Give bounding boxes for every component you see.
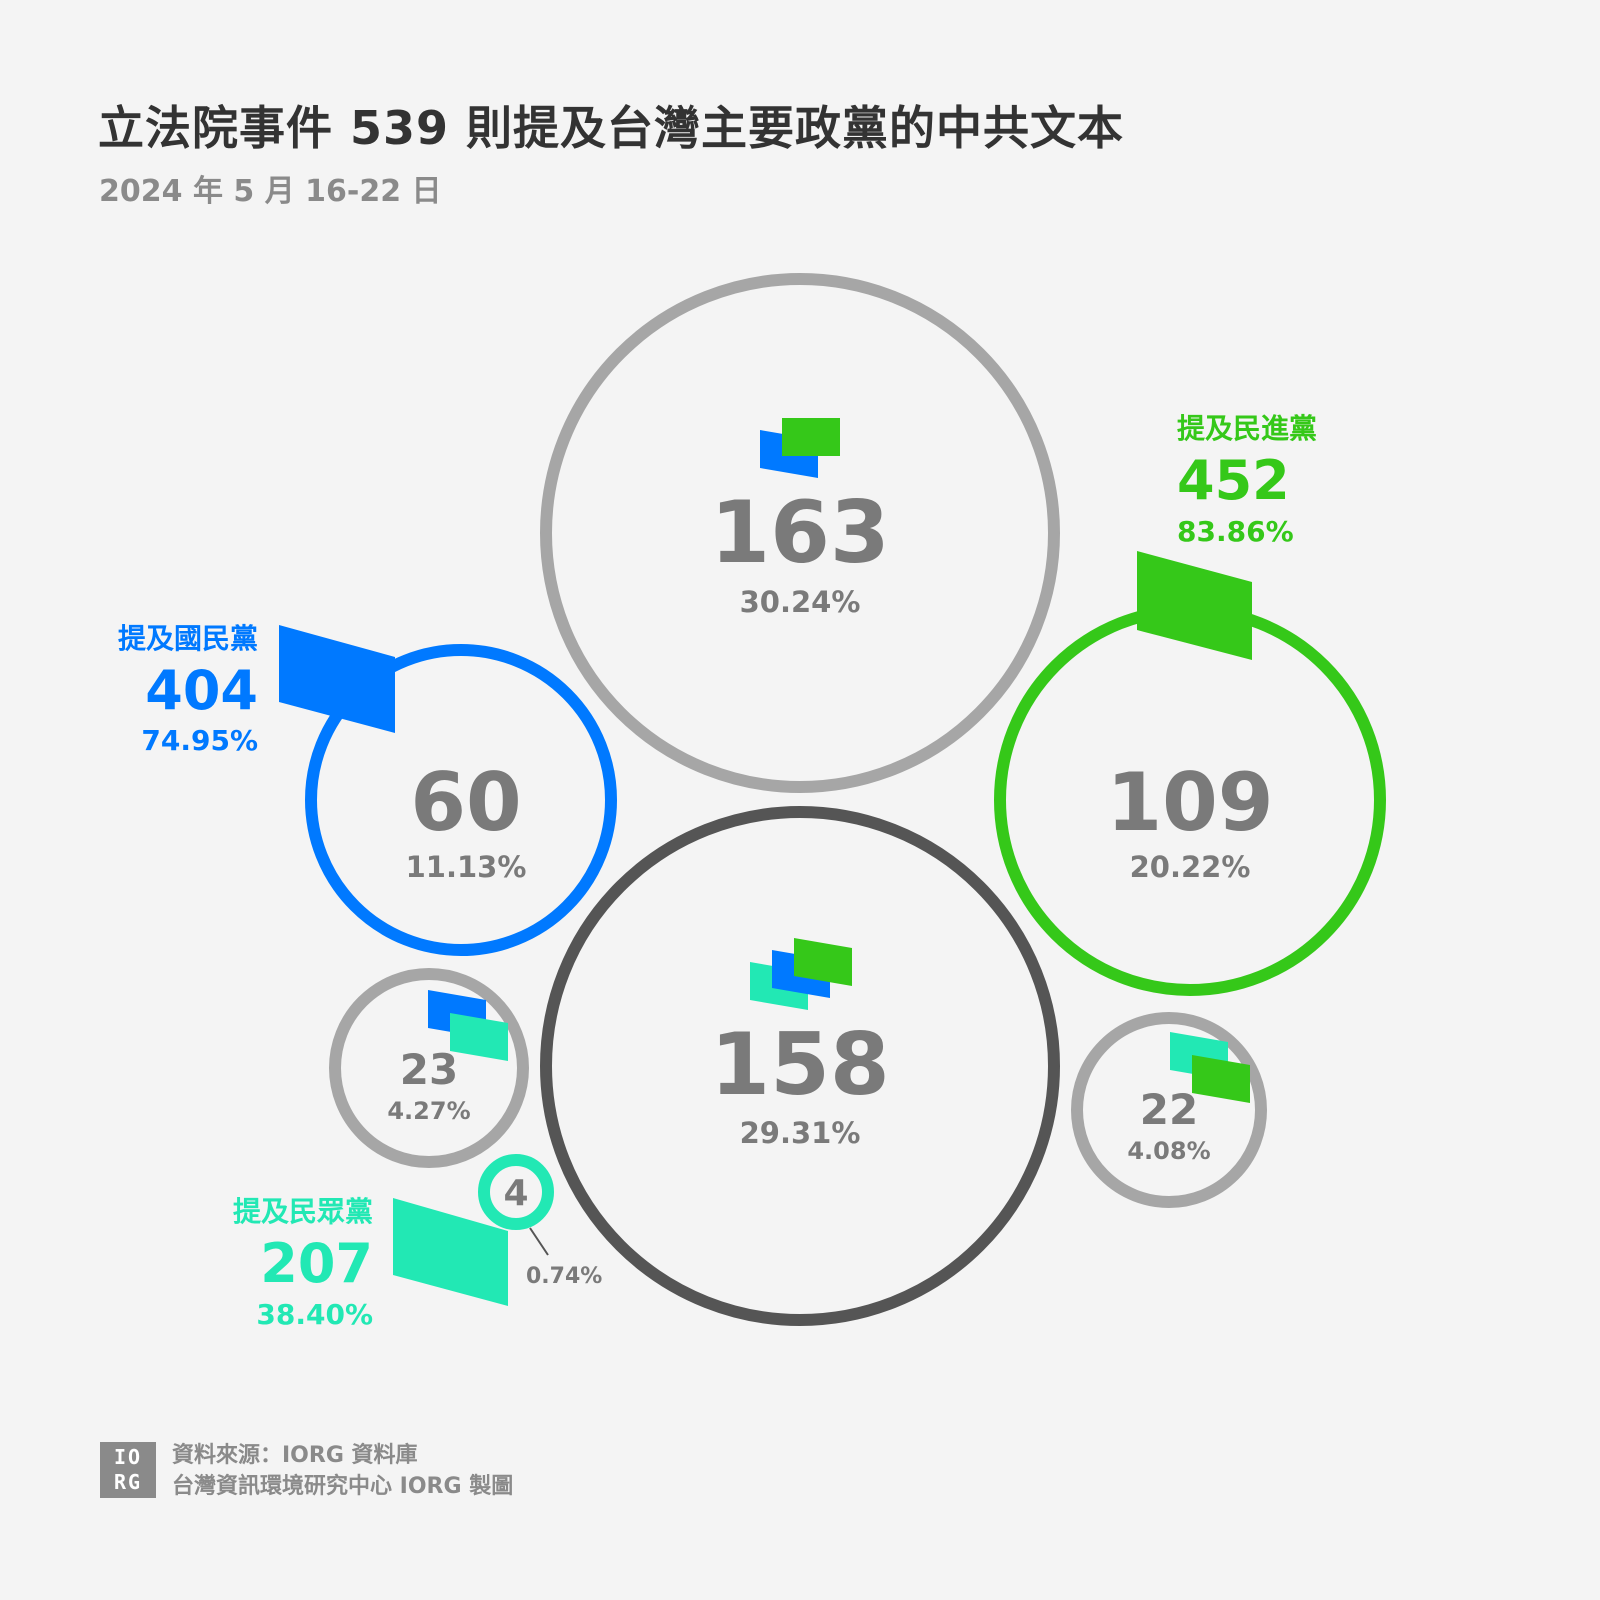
party-label-tpp: 提及民眾黨 (233, 1195, 373, 1228)
segment-percent-kmt-only: 11.13% (406, 850, 527, 884)
dpp-flag-icon (794, 938, 852, 986)
segment-count-kmt-only: 60 (410, 756, 521, 849)
segment-percent-dpp-tpp: 4.08% (1127, 1137, 1210, 1165)
leader-line-tpp-only (529, 1227, 549, 1256)
chart-subtitle: 2024 年 5 月 16-22 日 (99, 174, 442, 209)
segment-percent-dpp-only: 20.22% (1130, 850, 1251, 884)
segment-count-tpp-only: 4 (503, 1173, 528, 1214)
credit-note: 台灣資訊環境研究中心 IORG 製圖 (172, 1474, 514, 1499)
bubble-tpp-only (478, 1154, 554, 1230)
bubble-kmt-only (305, 644, 617, 956)
tpp-pennant-icon (393, 1198, 508, 1306)
bubble-kmt-dpp (540, 273, 1060, 793)
party-percent-kmt: 74.95% (141, 724, 258, 757)
party-percent-dpp: 83.86% (1177, 515, 1294, 548)
dpp-pennant-icon (1137, 551, 1252, 660)
iorg-logo: IO RG (100, 1442, 156, 1498)
party-total-kmt: 404 (145, 659, 258, 722)
footer-text: 資料來源：IORG 資料庫 台灣資訊環境研究中心 IORG 製圖 (172, 1440, 513, 1502)
party-label-dpp: 提及民進黨 (1177, 412, 1317, 445)
logo-text-bottom: RG (113, 1470, 143, 1494)
segment-count-kmt-dpp: 163 (710, 483, 890, 583)
dpp-flag-icon (1192, 1055, 1250, 1103)
segment-percent-kmt-dpp: 30.24% (740, 585, 861, 619)
dpp-flag-icon (782, 418, 840, 456)
tpp-flag-icon (450, 1013, 508, 1061)
kmt-pennant-icon (279, 625, 395, 733)
segment-count-dpp-tpp: 22 (1140, 1085, 1198, 1134)
party-label-kmt: 提及國民黨 (118, 622, 258, 655)
segment-percent-tpp-only: 0.74% (526, 1264, 602, 1289)
bubble-dpp-tpp (1071, 1012, 1267, 1208)
party-total-tpp: 207 (260, 1232, 373, 1295)
segment-count-kmt-tpp: 23 (400, 1045, 458, 1094)
chart-title: 立法院事件 539 則提及台灣主要政黨的中共文本 (98, 101, 1125, 155)
segment-count-all-three: 158 (710, 1015, 890, 1115)
segment-percent-kmt-tpp: 4.27% (387, 1097, 470, 1125)
segment-percent-all-three: 29.31% (740, 1116, 861, 1150)
logo-text-top: IO (113, 1445, 143, 1469)
bubble-all-three (540, 806, 1060, 1326)
party-total-dpp: 452 (1177, 449, 1290, 512)
bubble-kmt-tpp (329, 968, 529, 1168)
source-note: 資料來源：IORG 資料庫 (172, 1443, 418, 1468)
segment-count-dpp-only: 109 (1107, 756, 1274, 849)
party-percent-tpp: 38.40% (256, 1298, 373, 1331)
